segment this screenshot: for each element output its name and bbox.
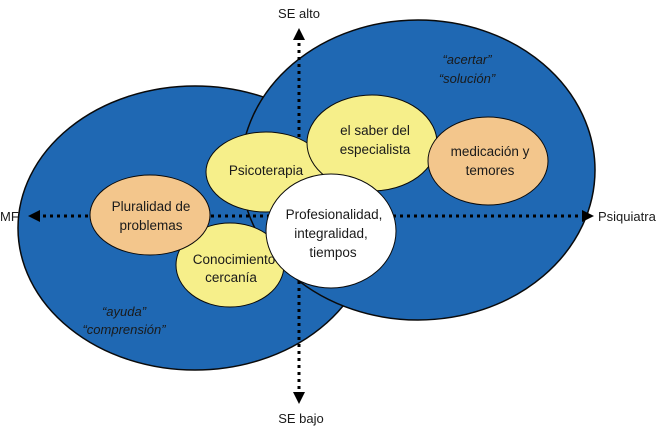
medicacion-label-line1: medicación y (451, 144, 530, 159)
conocimiento-label-line1: Conocimiento (193, 252, 276, 267)
up-arrow-icon (293, 28, 305, 40)
profesionalidad-node (265, 173, 397, 289)
axis-right-label: Psiquiatra (598, 209, 657, 224)
conocimiento-label-line2: cercanía (205, 270, 257, 285)
saber-label-line1: el saber del (340, 123, 410, 138)
psicoterapia-label: Psicoterapia (229, 163, 304, 178)
right-arrow-icon (582, 210, 594, 222)
pluralidad-label-line2: problemas (119, 218, 182, 233)
down-arrow-icon (293, 392, 305, 404)
saber-label-line2: especialista (340, 142, 411, 157)
left-arrow-icon (28, 210, 40, 222)
profesionalidad-label-line2: integralidad, (294, 226, 368, 241)
profesionalidad-label-line3: tiempos (309, 245, 357, 260)
quote-right-line2: “solución” (439, 71, 496, 86)
quote-left-line2: “comprensión” (82, 322, 166, 337)
vertical-axis (293, 28, 305, 404)
axis-left-label: MF (0, 209, 19, 224)
profesionalidad-label-line1: Profesionalidad, (286, 207, 383, 222)
quote-right-line1: “acertar” (442, 52, 492, 67)
pluralidad-label-line1: Pluralidad de (112, 199, 191, 214)
quote-left-line1: “ayuda” (102, 304, 147, 319)
medicacion-node (427, 116, 549, 206)
pluralidad-node (89, 174, 211, 256)
medicacion-label-line2: temores (466, 163, 515, 178)
axis-top-label: SE alto (278, 6, 320, 21)
axis-bottom-label: SE bajo (278, 411, 324, 426)
